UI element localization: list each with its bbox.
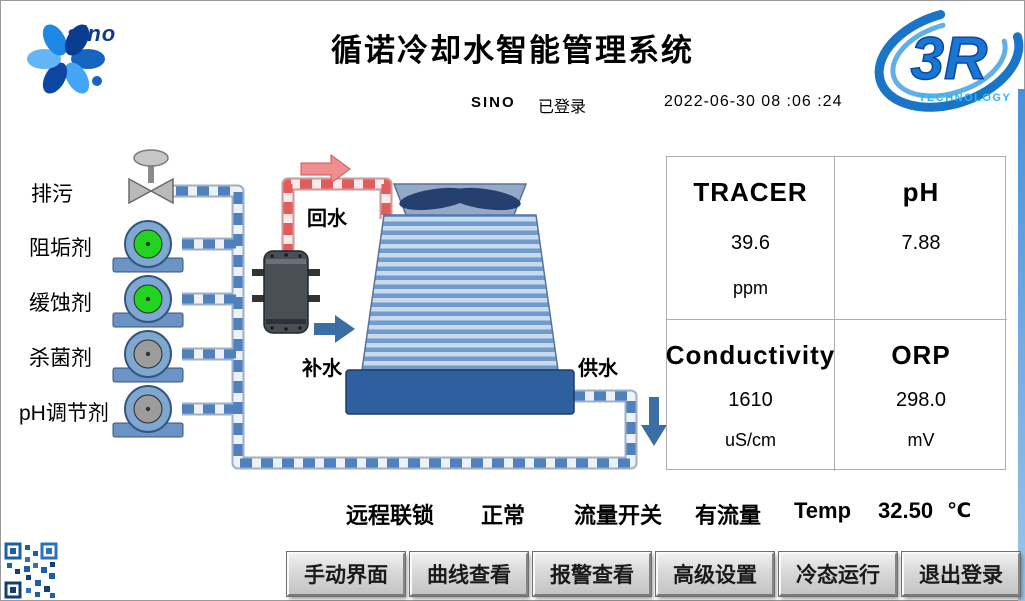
btn-curve-view[interactable]: 曲线查看 bbox=[409, 551, 529, 597]
btn-cold-run[interactable]: 冷态运行 bbox=[778, 551, 898, 597]
heat-exchanger bbox=[252, 250, 320, 334]
dosing-pump-scale-inhibitor[interactable] bbox=[112, 220, 184, 273]
temp-label: Temp bbox=[794, 498, 852, 523]
remote-interlock-value: 正常 bbox=[481, 503, 526, 528]
label-ph-adjuster: pH调节剂 bbox=[19, 402, 109, 425]
metric-value: 7.88 bbox=[901, 232, 941, 254]
metric-unit: ppm bbox=[732, 278, 768, 298]
tower-basin bbox=[345, 369, 575, 415]
metric-value: 298.0 bbox=[895, 389, 947, 411]
metrics-panel: TRACER 39.6 ppm pH 7.88 Conductivity 161… bbox=[665, 156, 1007, 471]
metric-unit: uS/cm bbox=[724, 430, 776, 450]
remote-interlock-label: 远程联锁 bbox=[346, 503, 435, 528]
page-title: 循诺冷却水智能管理系统 bbox=[331, 33, 694, 68]
metric-name: pH bbox=[902, 177, 940, 207]
return-pipe bbox=[281, 177, 393, 256]
login-status: 已登录 bbox=[538, 99, 587, 116]
blowdown-valve[interactable] bbox=[128, 149, 174, 205]
dosing-pump-ph-adjuster[interactable] bbox=[112, 385, 184, 438]
fan-blade-right bbox=[449, 187, 521, 211]
cooling-tower bbox=[345, 183, 575, 415]
sino-logo-icon bbox=[27, 24, 105, 94]
btn-advanced-settings[interactable]: 高级设置 bbox=[655, 551, 775, 597]
supply-flow-arrow bbox=[641, 397, 667, 446]
makeup-flow-arrow bbox=[314, 315, 355, 343]
metric-conductivity: Conductivity 1610 uS/cm bbox=[665, 320, 836, 471]
metric-tracer: TRACER 39.6 ppm bbox=[667, 157, 835, 320]
login-user: SINO bbox=[471, 94, 516, 111]
flow-switch-label: 流量开关 bbox=[574, 503, 663, 528]
water-pipes bbox=[173, 184, 638, 470]
label-scale-inhibitor: 阻垢剂 bbox=[29, 237, 92, 260]
datetime: 2022-06-30 08 :06 :24 bbox=[664, 93, 843, 110]
dosing-pump-bactericide[interactable] bbox=[112, 330, 184, 383]
btn-manual-screen[interactable]: 手动界面 bbox=[286, 551, 406, 597]
sino-logo-text: sino bbox=[67, 21, 117, 46]
dosing-pump-corrosion-inhibitor[interactable] bbox=[112, 275, 184, 328]
label-makeup-water: 补水 bbox=[302, 358, 342, 380]
metric-name: ORP bbox=[891, 340, 951, 370]
label-corrosion-inhibitor: 缓蚀剂 bbox=[29, 292, 92, 315]
3r-logo-icon: 3R TECHNOLOGY bbox=[874, 6, 1024, 112]
temp-value: 32.50 bbox=[878, 498, 934, 523]
metric-value: 1610 bbox=[728, 389, 773, 411]
metric-ph: pH 7.88 bbox=[835, 157, 1007, 320]
label-blowdown: 排污 bbox=[31, 183, 73, 206]
label-return-water: 回水 bbox=[307, 208, 347, 230]
3r-logo-subtext: TECHNOLOGY bbox=[919, 92, 1012, 104]
metric-value: 39.6 bbox=[731, 231, 770, 254]
btn-logout[interactable]: 退出登录 bbox=[901, 551, 1021, 597]
temp-unit: ℃ bbox=[947, 500, 972, 522]
flow-switch-value: 有流量 bbox=[695, 503, 762, 528]
label-supply-water: 供水 bbox=[578, 358, 618, 380]
metric-name: Conductivity bbox=[665, 340, 836, 370]
return-flow-arrow bbox=[300, 154, 351, 184]
metric-orp: ORP 298.0 mV bbox=[835, 320, 1007, 471]
btn-alarm-view[interactable]: 报警查看 bbox=[532, 551, 652, 597]
3r-logo-text: 3R bbox=[911, 25, 988, 92]
metric-name: TRACER bbox=[693, 177, 808, 207]
metric-unit: mV bbox=[907, 430, 935, 450]
label-bactericide: 杀菌剂 bbox=[29, 347, 92, 370]
logo-tail-strip bbox=[1018, 89, 1025, 601]
qr-code-icon bbox=[4, 542, 58, 599]
